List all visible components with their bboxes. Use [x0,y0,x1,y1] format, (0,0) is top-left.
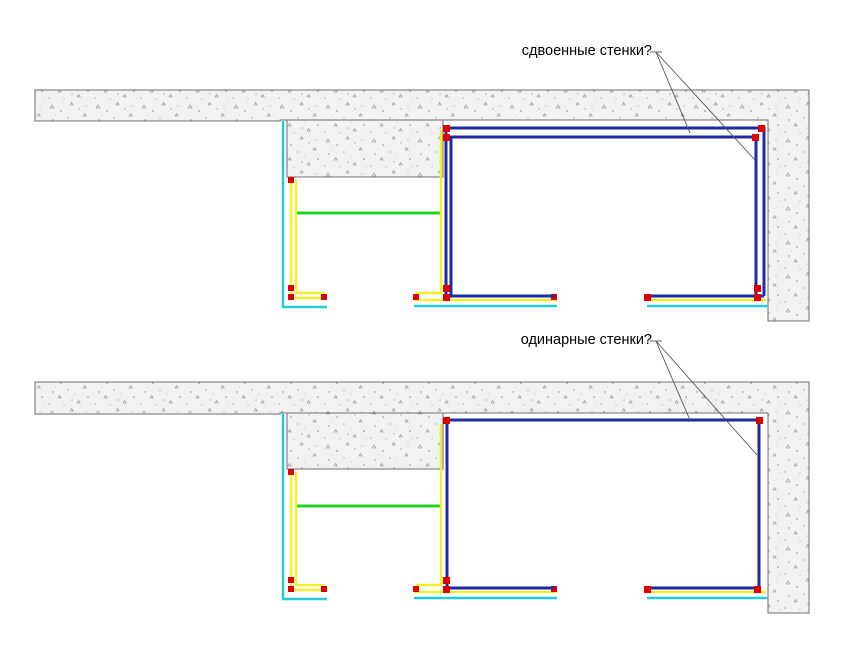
connector [752,134,759,141]
connector [288,285,294,291]
blue-frame-outer [445,126,766,296]
connector [756,417,763,424]
connector [413,586,419,592]
label-double-walls: сдвоенные стенки? [522,43,652,59]
yellow-profile-left [289,472,324,592]
connector [443,577,450,584]
blue-frame [445,418,761,588]
connector [758,125,765,132]
yellow-profile-left [289,180,324,300]
cyan-guide-left [281,414,327,601]
connector [443,294,450,301]
connector [443,125,450,132]
yellow-profile-middle [414,130,557,302]
blue-frame-inner [449,135,758,296]
connector [644,586,651,593]
connector [413,294,419,300]
detail-double-walls: сдвоенные стенки? [34,43,810,322]
yellow-profile-middle [414,424,557,594]
connector [754,586,761,593]
connector [754,294,761,301]
connector [443,285,450,292]
connector [288,577,294,583]
connector [321,586,327,592]
concrete-slab [34,381,810,614]
connector [288,294,294,300]
connector [288,177,294,183]
detail-single-walls: одинарные стенки? [34,332,810,614]
connector [754,285,761,292]
connector [443,586,450,593]
label-single-walls: одинарные стенки? [521,332,652,348]
connector [321,294,327,300]
connector [644,294,651,301]
connector [443,417,450,424]
cyan-guide-left [281,121,327,309]
concrete-slab [34,89,810,322]
connector [288,469,294,475]
connector [443,134,450,141]
connector [288,586,294,592]
